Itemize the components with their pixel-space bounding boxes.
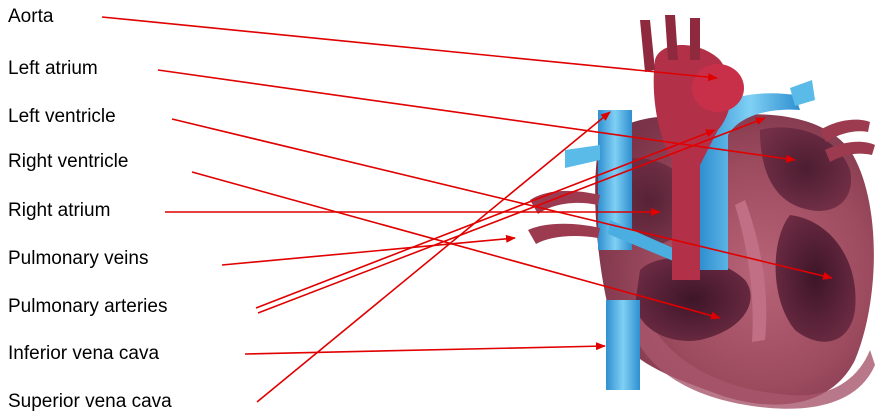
inferior-vena-cava-pointer xyxy=(245,346,605,354)
label-left-atrium: Left atrium xyxy=(8,57,98,81)
label-right-atrium: Right atrium xyxy=(8,199,110,223)
label-aorta: Aorta xyxy=(8,5,53,29)
label-right-ventricle: Right ventricle xyxy=(8,150,128,174)
label-column: Aorta Left atrium Left ventricle Right v… xyxy=(8,0,288,418)
label-inferior-vena-cava: Inferior vena cava xyxy=(8,342,159,366)
inferior-vena-cava xyxy=(606,300,640,390)
label-superior-vena-cava: Superior vena cava xyxy=(8,390,172,414)
label-pulmonary-arteries: Pulmonary arteries xyxy=(8,295,167,319)
label-pulmonary-veins: Pulmonary veins xyxy=(8,247,148,271)
label-left-ventricle: Left ventricle xyxy=(8,105,116,129)
